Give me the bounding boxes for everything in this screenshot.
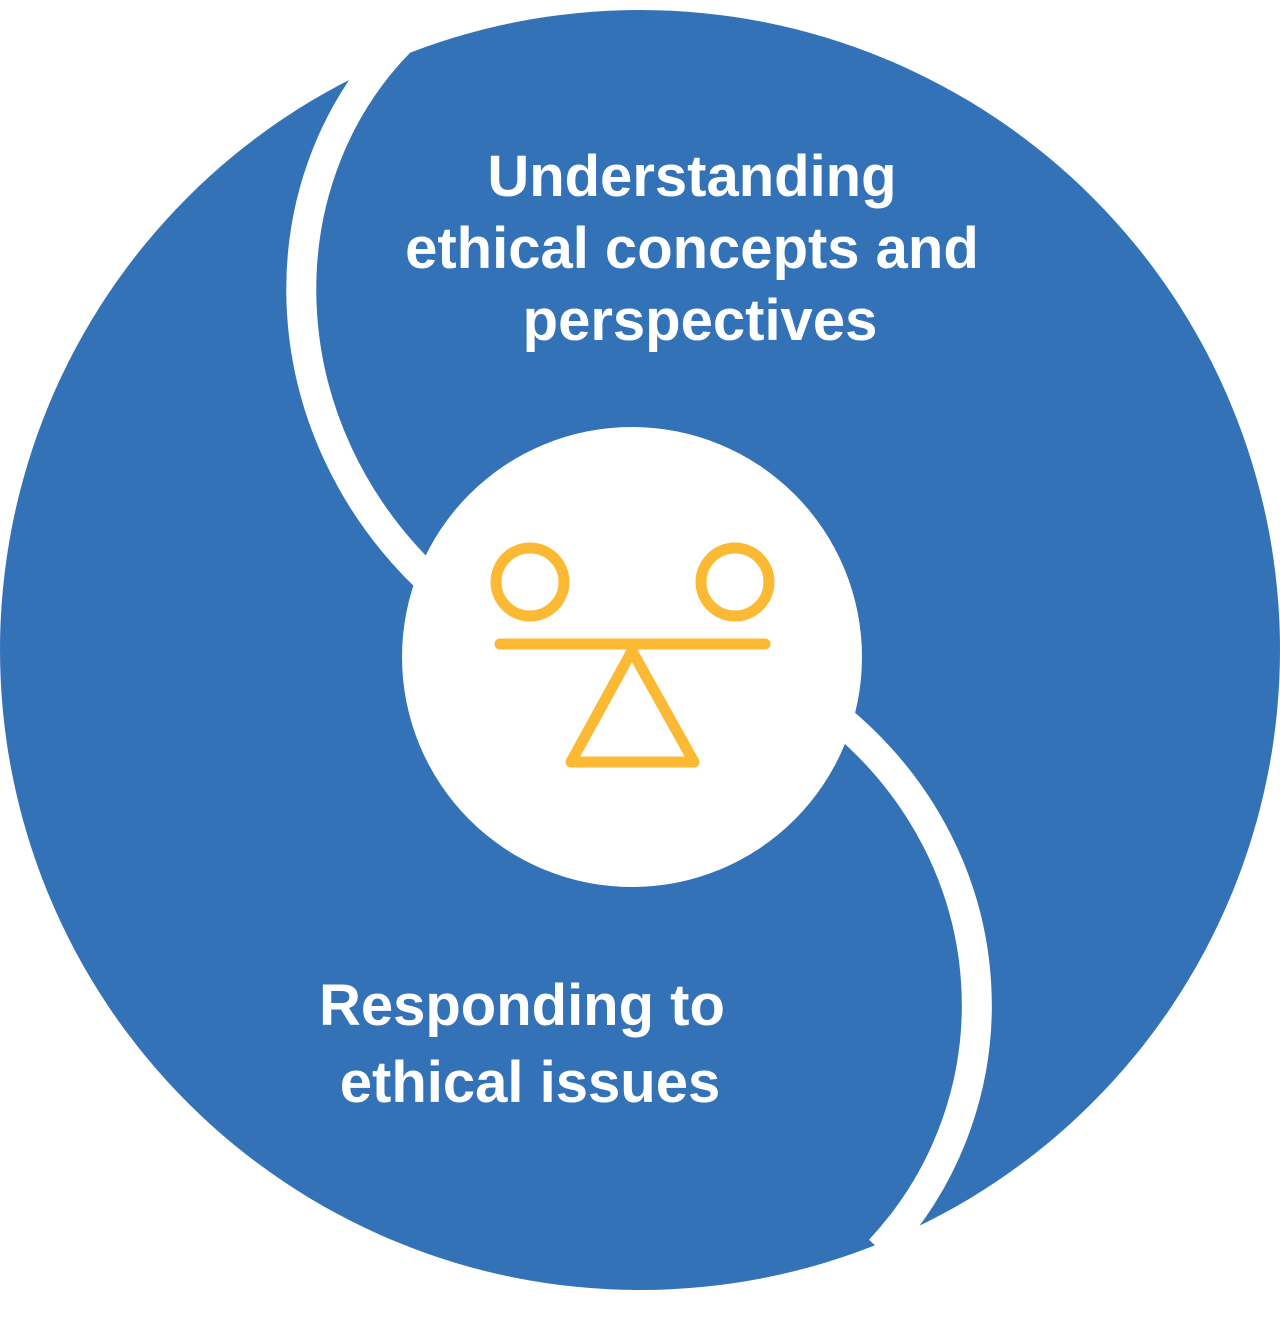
divider-upper: [286, 18, 450, 602]
segment-label-line: Understanding: [487, 144, 896, 209]
divider-lower: [828, 706, 992, 1261]
segment-label-line: ethical concepts and: [405, 216, 979, 281]
segment-label-line: Responding to: [319, 973, 725, 1038]
scale-left-weight: [490, 542, 570, 622]
divider-lower-edge: [860, 1225, 960, 1332]
scale-fulcrum: [565, 645, 700, 768]
scale-right-weight: [695, 542, 775, 622]
segment-label-line: perspectives: [523, 288, 878, 353]
segment-label-understanding: Understanding ethical concepts and persp…: [405, 144, 995, 353]
segment-label-responding: Responding to ethical issues: [319, 973, 741, 1115]
segment-label-line: ethical issues: [340, 1050, 720, 1115]
balance-scale-icon: [490, 542, 775, 768]
